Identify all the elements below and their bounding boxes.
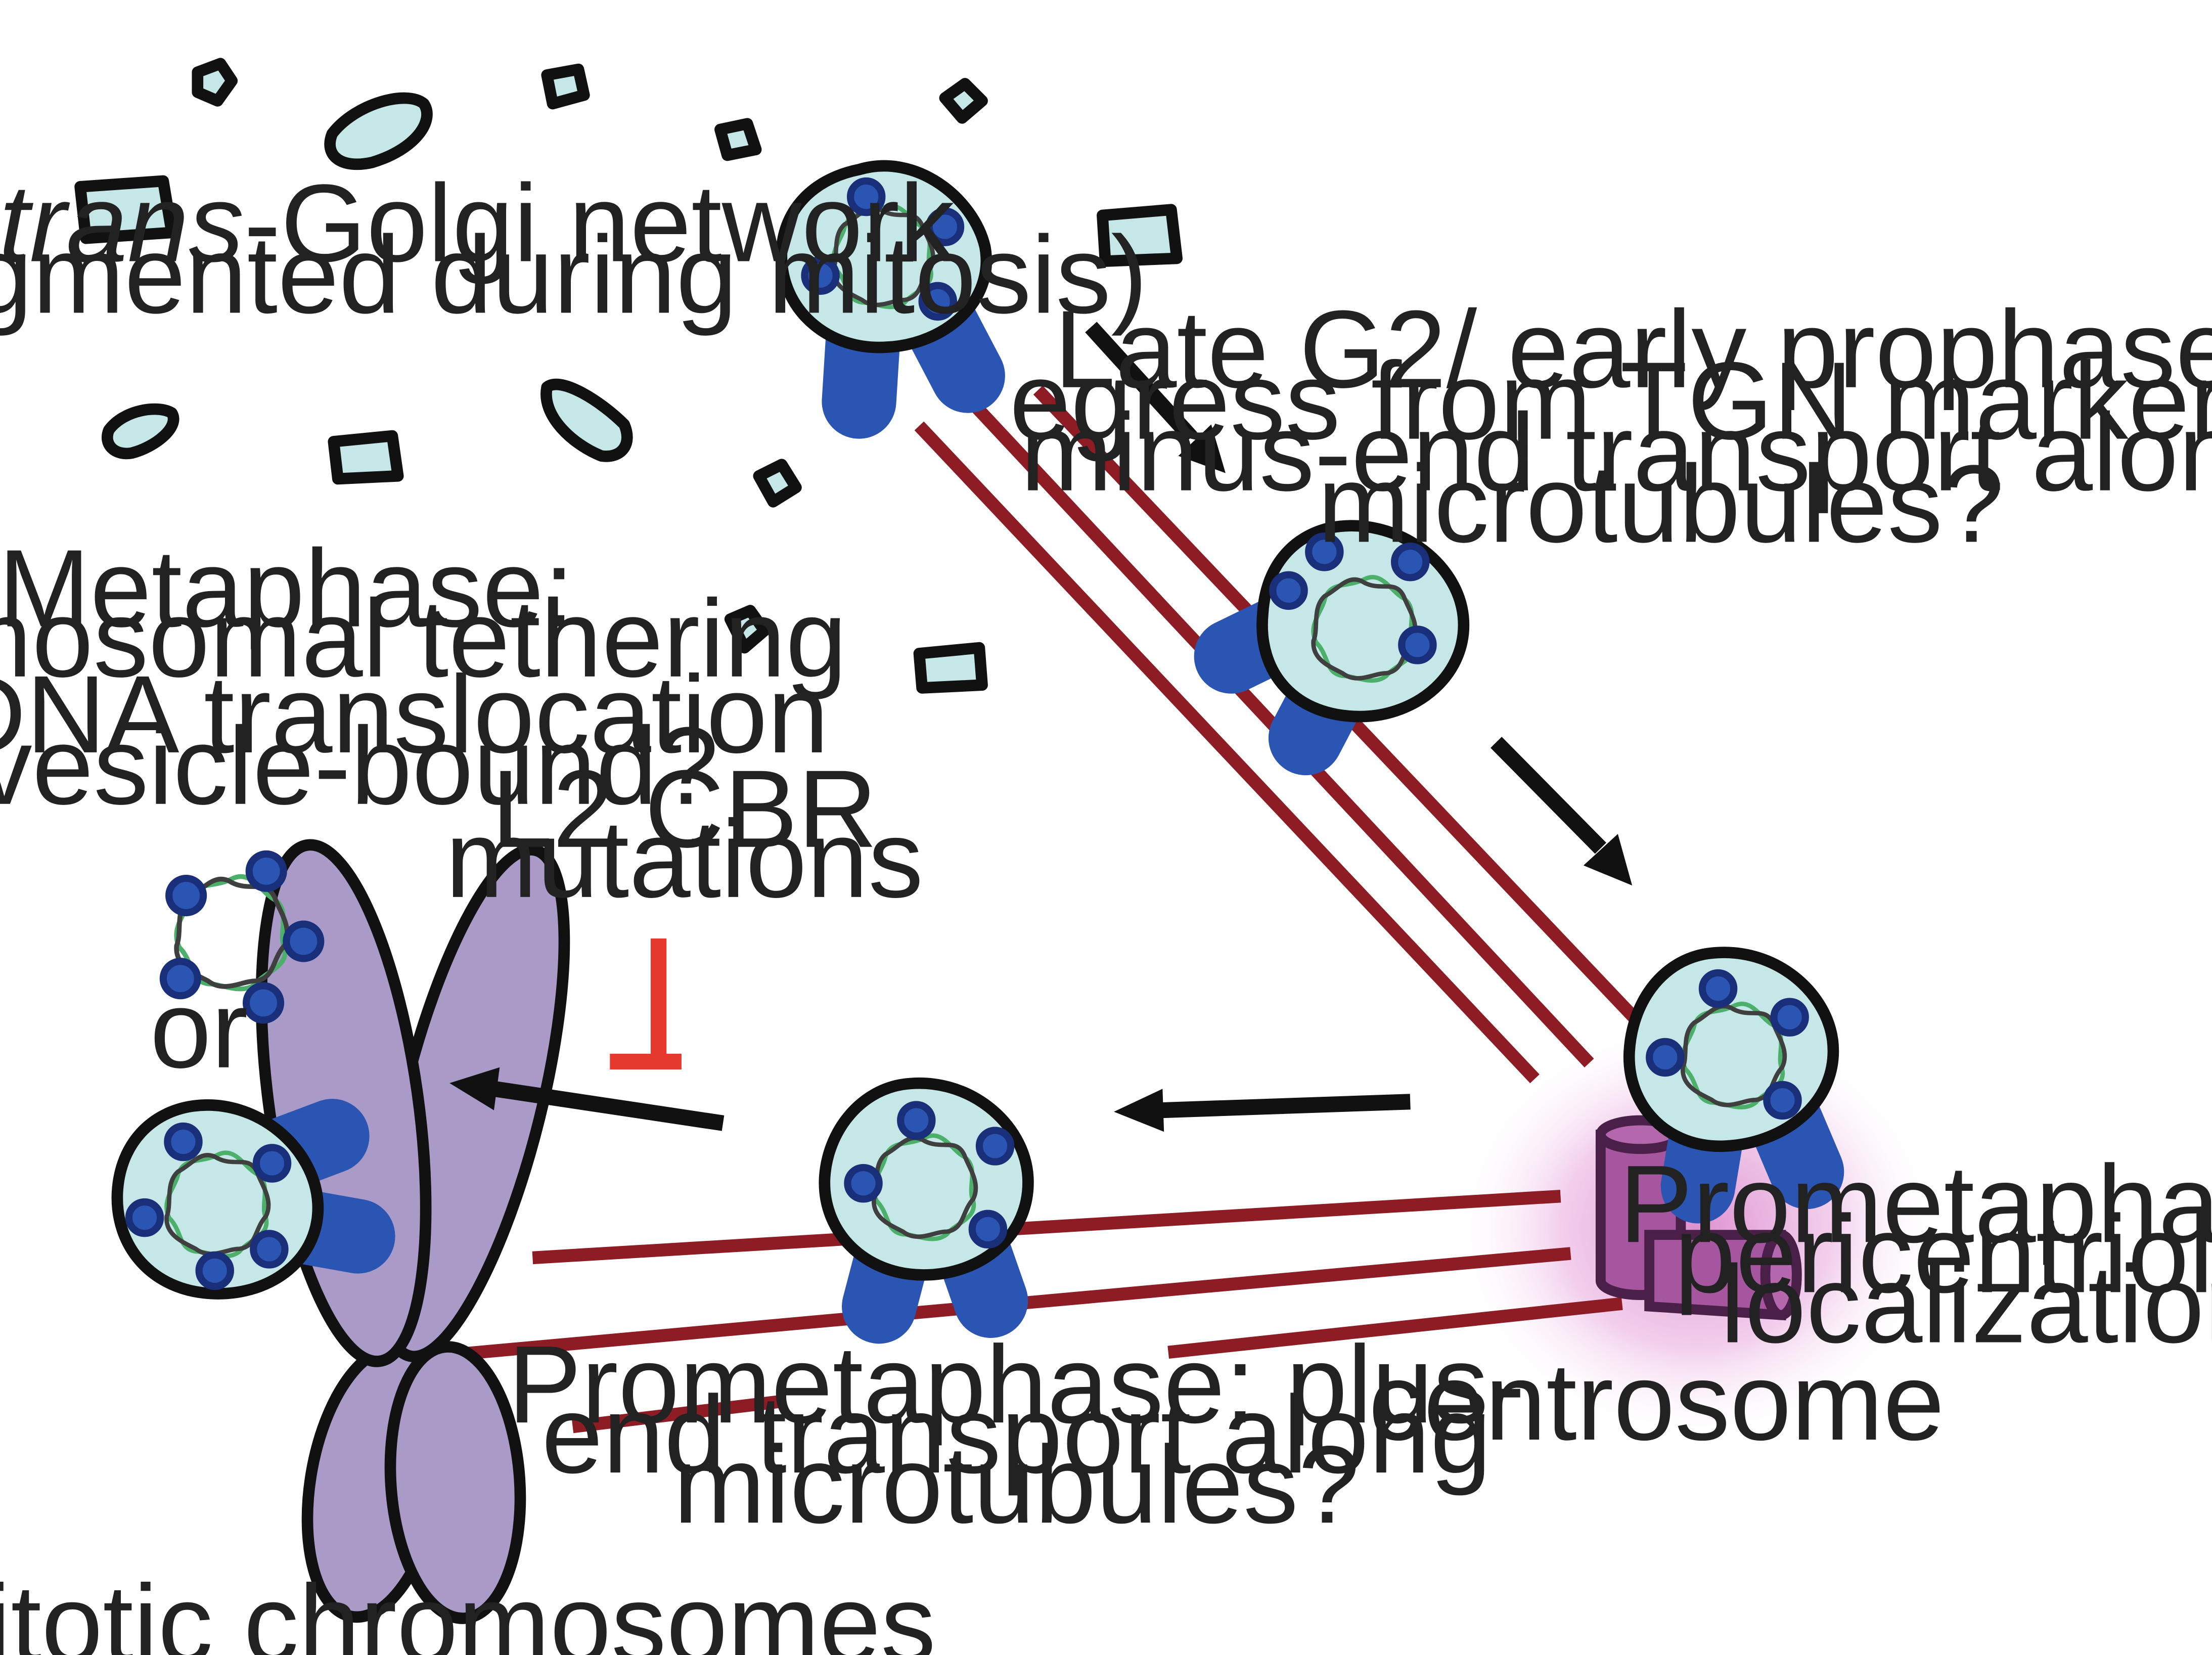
label-prometa-peri-line1: Prometaphase:	[1619, 1143, 2212, 1266]
golgi-fragment	[753, 459, 802, 508]
l2-capsomere	[245, 850, 287, 892]
label-tgn: trans-Golgi network	[0, 162, 955, 285]
label-l2-line1: L2/vDNA translocation	[0, 653, 829, 776]
label-mitotic-chromosomes: mitotic chromosomes	[0, 1562, 936, 1655]
virion-pericentriolar	[1623, 947, 1844, 1224]
l2-capsomere	[1646, 1038, 1685, 1077]
l2-capsomere	[1698, 969, 1738, 1008]
red-t-bar-icon	[610, 938, 682, 1070]
label-centrosome: centrosome	[1369, 1340, 1945, 1463]
golgi-fragment	[540, 378, 633, 462]
l2-capsomere	[165, 874, 207, 917]
l2-capsomere	[844, 1164, 883, 1203]
golgi-fragment	[102, 403, 179, 460]
centrosome-centrioles	[1595, 1115, 1802, 1321]
arrow-g2-to-centrosome	[1491, 737, 1633, 886]
label-prometa-plus-line3: microtubules?	[673, 1423, 1360, 1546]
golgi-fragment	[328, 430, 404, 485]
l2-capsomere	[1391, 542, 1430, 582]
label-prometa-peri-line3: localization	[1720, 1243, 2212, 1366]
centriole-end	[1760, 1230, 1802, 1320]
free-l2-vdna	[159, 850, 325, 1024]
label-g2-line1: Late G2/ early prophase:	[1054, 288, 2212, 411]
l2-capsomere	[1770, 998, 1809, 1037]
virion-plus-end-transport	[819, 1077, 1034, 1344]
golgi-fragment	[913, 642, 988, 694]
label-or: or	[150, 968, 248, 1091]
virion-minus-end-transport	[1194, 520, 1470, 776]
l2-capsomere	[283, 920, 325, 962]
microtubule	[914, 421, 1540, 1084]
l2-capsomere	[1305, 532, 1344, 571]
microtubule	[572, 1394, 786, 1434]
arrow-to-chromosome	[449, 1067, 725, 1131]
golgi-fragment	[324, 92, 433, 170]
label-prometa-plus-line2: end transport along	[541, 1373, 1492, 1496]
l2-capsomere	[125, 1198, 164, 1237]
l2-capsomere	[968, 1210, 1008, 1249]
golgi-fragment	[541, 63, 590, 110]
label-cbr-line1: L2 CBR	[491, 748, 877, 871]
golgi-fragment	[192, 58, 238, 107]
microtubule	[532, 1189, 1561, 1265]
l2-capsomere	[195, 1251, 234, 1290]
golgi-fragment	[1097, 204, 1183, 267]
l2-capsomere	[925, 207, 965, 246]
label-prometa-peri-line2: pericentriolar	[1675, 1193, 2212, 1316]
label-cbr-line2: mutations	[445, 798, 923, 921]
label-l2-line2: or vesicle-bound?	[0, 705, 718, 828]
label-g2-line4: microtubules?	[1318, 443, 2004, 566]
l2-capsomere	[918, 282, 958, 321]
virion-tgn	[776, 160, 1005, 439]
label-metaphase-line1: Metaphase:	[0, 527, 574, 650]
l2-capsomere	[975, 1127, 1015, 1166]
label-g2-line3: minus-end transport along	[1020, 391, 2212, 514]
l2-capsomere	[250, 1230, 289, 1269]
arrow-centrosome-to-plus-end	[1114, 1089, 1411, 1132]
golgi-fragment	[939, 78, 988, 124]
label-prometa-plus-line1: Prometaphase: plus-	[508, 1323, 1525, 1446]
arrow-tgn-to-g2	[1085, 322, 1226, 473]
l2-capsomere	[159, 958, 201, 1000]
golgi-fragment	[714, 118, 762, 161]
l2-capsomere	[242, 982, 285, 1024]
l2-capsomere	[846, 177, 886, 216]
label-g2-line2: egress from TGN markers,	[1010, 340, 2212, 463]
label-metaphase-line2: chromosomal tethering	[0, 577, 847, 700]
l2-capsomere	[1763, 1081, 1802, 1120]
golgi-fragment	[724, 605, 771, 654]
l2-capsomere	[252, 1144, 292, 1183]
microtubule	[1167, 1297, 1623, 1359]
l2-capsomere	[1269, 571, 1308, 610]
label-tgn-line2: (fragmented during mitosis)	[0, 213, 1148, 336]
l2-capsomere	[801, 256, 840, 295]
process-arrows	[449, 322, 1633, 1132]
l2-capsomere	[164, 1122, 203, 1161]
virion-vesicle-bound	[111, 1099, 395, 1300]
l2-capsomere	[897, 1101, 936, 1140]
l2-capsomere	[1398, 625, 1437, 664]
golgi-fragments	[74, 58, 1183, 694]
chromatid-lower-right	[384, 1341, 526, 1624]
golgi-fragment	[74, 175, 178, 244]
